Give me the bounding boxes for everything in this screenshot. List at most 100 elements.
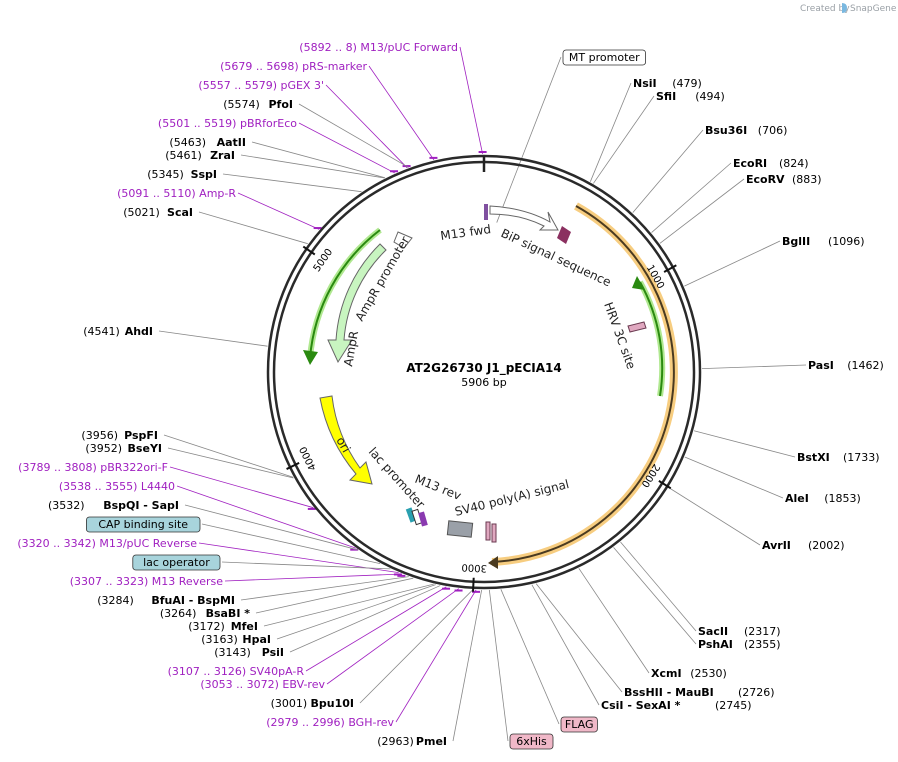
feature-box-label: lac operator bbox=[143, 556, 210, 569]
leader-line bbox=[163, 434, 294, 478]
right-label[interactable]: NsiI(479) bbox=[633, 77, 702, 90]
ring-tick-mark bbox=[302, 245, 316, 256]
right-label[interactable]: SfiI(494) bbox=[656, 90, 725, 103]
ampr-green-arrow-core bbox=[309, 229, 381, 359]
leader-line bbox=[169, 466, 314, 509]
site-position: (824) bbox=[779, 157, 809, 170]
left-label[interactable]: BseYI(3952) bbox=[85, 442, 162, 455]
site-position: (1853) bbox=[824, 492, 861, 505]
right-label[interactable]: AleI(1853) bbox=[785, 492, 861, 505]
enzyme-name: CsiI - SexAI * bbox=[601, 699, 681, 712]
leader-line bbox=[531, 584, 600, 706]
left-label[interactable]: MfeI(3172) bbox=[188, 620, 258, 633]
enzyme-name: ZraI bbox=[210, 149, 235, 162]
ring-tick-label: 4000 bbox=[298, 444, 319, 472]
primer-label: (3307 .. 3323) M13 Reverse bbox=[70, 575, 223, 588]
right-label[interactable]: BglII(1096) bbox=[782, 235, 865, 248]
left-label[interactable]: (3307 .. 3323) M13 Reverse bbox=[70, 575, 223, 588]
enzyme-name: BssHII - MauBI bbox=[624, 686, 714, 699]
left-label[interactable]: PfoI(5574) bbox=[223, 98, 293, 111]
left-label[interactable]: BsaBI *(3264) bbox=[160, 607, 250, 620]
right-label[interactable]: BssHII - MauBI(2726) bbox=[624, 686, 775, 699]
left-label[interactable]: BspQI - SapI(3532) bbox=[48, 499, 179, 512]
right-label[interactable]: CsiI - SexAI *(2745) bbox=[601, 699, 752, 712]
left-label[interactable]: ScaI(5021) bbox=[123, 206, 193, 219]
enzyme-name: PsiI bbox=[262, 646, 284, 659]
feature-ampr-promoter bbox=[393, 231, 413, 249]
feature-label-sv40: SV40 poly(A) signal bbox=[453, 477, 570, 519]
feature-label-ampr: AmpR bbox=[341, 330, 361, 368]
left-label[interactable]: PmeI(2963) bbox=[377, 735, 447, 748]
site-position: (2355) bbox=[744, 638, 781, 651]
left-label[interactable]: PspFI(3956) bbox=[81, 429, 158, 442]
enzyme-name: SspI bbox=[191, 168, 217, 181]
feature-lac-operator-block bbox=[405, 507, 428, 527]
feature-label-m13-fwd: M13 fwd bbox=[439, 222, 491, 243]
primer-label: (2979 .. 2996) BGH-rev bbox=[266, 716, 394, 729]
leader-line bbox=[276, 584, 436, 640]
feature-hrv-3c-site bbox=[627, 321, 647, 333]
leader-line bbox=[224, 573, 403, 582]
insert-green-arrowhead bbox=[632, 276, 645, 290]
left-label[interactable]: AatII(5463) bbox=[169, 136, 246, 149]
left-label[interactable]: (2979 .. 2996) BGH-rev bbox=[266, 716, 394, 729]
left-label[interactable]: (5557 .. 5579) pGEX 3' bbox=[198, 79, 324, 92]
site-position: (2530) bbox=[690, 667, 727, 680]
leader-line bbox=[395, 589, 477, 723]
right-label[interactable]: Bsu36I(706) bbox=[705, 124, 787, 137]
left-label[interactable]: (3538 .. 3555) L4440 bbox=[59, 480, 175, 493]
left-label[interactable]: (3789 .. 3808) pBR322ori-F bbox=[18, 461, 168, 474]
leader-line bbox=[632, 129, 704, 213]
right-label[interactable]: FLAG bbox=[560, 716, 598, 733]
primer-label: (3320 .. 3342) M13/pUC Reverse bbox=[17, 537, 197, 550]
right-label[interactable]: AvrII(2002) bbox=[762, 539, 845, 552]
left-label[interactable]: (3107 .. 3126) SV40pA-R bbox=[168, 665, 305, 678]
left-label[interactable]: lac operator bbox=[132, 554, 221, 571]
right-label[interactable]: XcmI(2530) bbox=[651, 667, 727, 680]
left-label[interactable]: Bpu10I(3001) bbox=[271, 697, 354, 710]
leader-line bbox=[176, 485, 356, 549]
right-label[interactable]: BstXI(1733) bbox=[797, 451, 880, 464]
site-position: (2002) bbox=[808, 539, 845, 552]
left-label[interactable]: HpaI(3163) bbox=[201, 633, 271, 646]
left-label[interactable]: ZraI(5461) bbox=[165, 149, 235, 162]
leader-lines bbox=[158, 46, 807, 742]
site-position: (3163) bbox=[201, 633, 238, 646]
left-label[interactable]: (5892 .. 8) M13/pUC Forward bbox=[299, 41, 458, 54]
leader-line bbox=[240, 576, 409, 601]
left-label[interactable]: (5091 .. 5110) Amp-R bbox=[117, 187, 236, 200]
left-label[interactable]: SspI(5345) bbox=[147, 168, 217, 181]
left-label[interactable]: CAP binding site bbox=[86, 516, 201, 533]
enzyme-name: BseYI bbox=[128, 442, 162, 455]
left-label[interactable]: (5679 .. 5698) pRS-marker bbox=[220, 60, 367, 73]
right-label[interactable]: SacII(2317) bbox=[698, 625, 781, 638]
plasmid-name: AT2G26730 J1_pECIA14 bbox=[406, 361, 562, 376]
feature-label-bip: BiP signal sequence bbox=[499, 226, 613, 289]
enzyme-name: PasI bbox=[808, 359, 834, 372]
ring-tick-mark bbox=[658, 480, 672, 490]
plasmid-length: 5906 bp bbox=[461, 376, 506, 389]
insert-halo bbox=[491, 202, 678, 566]
primer-label: (3789 .. 3808) pBR322ori-F bbox=[18, 461, 168, 474]
ring-tick-mark bbox=[286, 461, 300, 470]
enzyme-name: NsiI bbox=[633, 77, 657, 90]
site-position: (3956) bbox=[81, 429, 118, 442]
left-label[interactable]: (3053 .. 3072) EBV-rev bbox=[200, 678, 325, 691]
right-label[interactable]: 6xHis bbox=[509, 733, 554, 750]
feature-bip-signal-sequence bbox=[489, 205, 559, 231]
left-label[interactable]: BfuAI - BspMI(3284) bbox=[97, 594, 235, 607]
right-label[interactable]: PasI(1462) bbox=[808, 359, 884, 372]
right-label[interactable]: MT promoter bbox=[562, 49, 646, 66]
right-label[interactable]: PshAI(2355) bbox=[698, 638, 781, 651]
site-position: (5021) bbox=[123, 206, 160, 219]
left-label[interactable]: PsiI(3143) bbox=[214, 646, 284, 659]
right-label[interactable]: EcoRV(883) bbox=[746, 173, 822, 186]
left-label[interactable]: (5501 .. 5519) pBRforEco bbox=[158, 117, 297, 130]
leader-line bbox=[158, 330, 268, 347]
left-label[interactable]: AhdI(4541) bbox=[83, 325, 153, 338]
enzyme-name: Bsu36I bbox=[705, 124, 747, 137]
right-label[interactable]: EcoRI(824) bbox=[733, 157, 809, 170]
left-label[interactable]: (3320 .. 3342) M13/pUC Reverse bbox=[17, 537, 197, 550]
feature-sv40-polya bbox=[446, 520, 474, 538]
primer-label: (5091 .. 5110) Amp-R bbox=[117, 187, 236, 200]
